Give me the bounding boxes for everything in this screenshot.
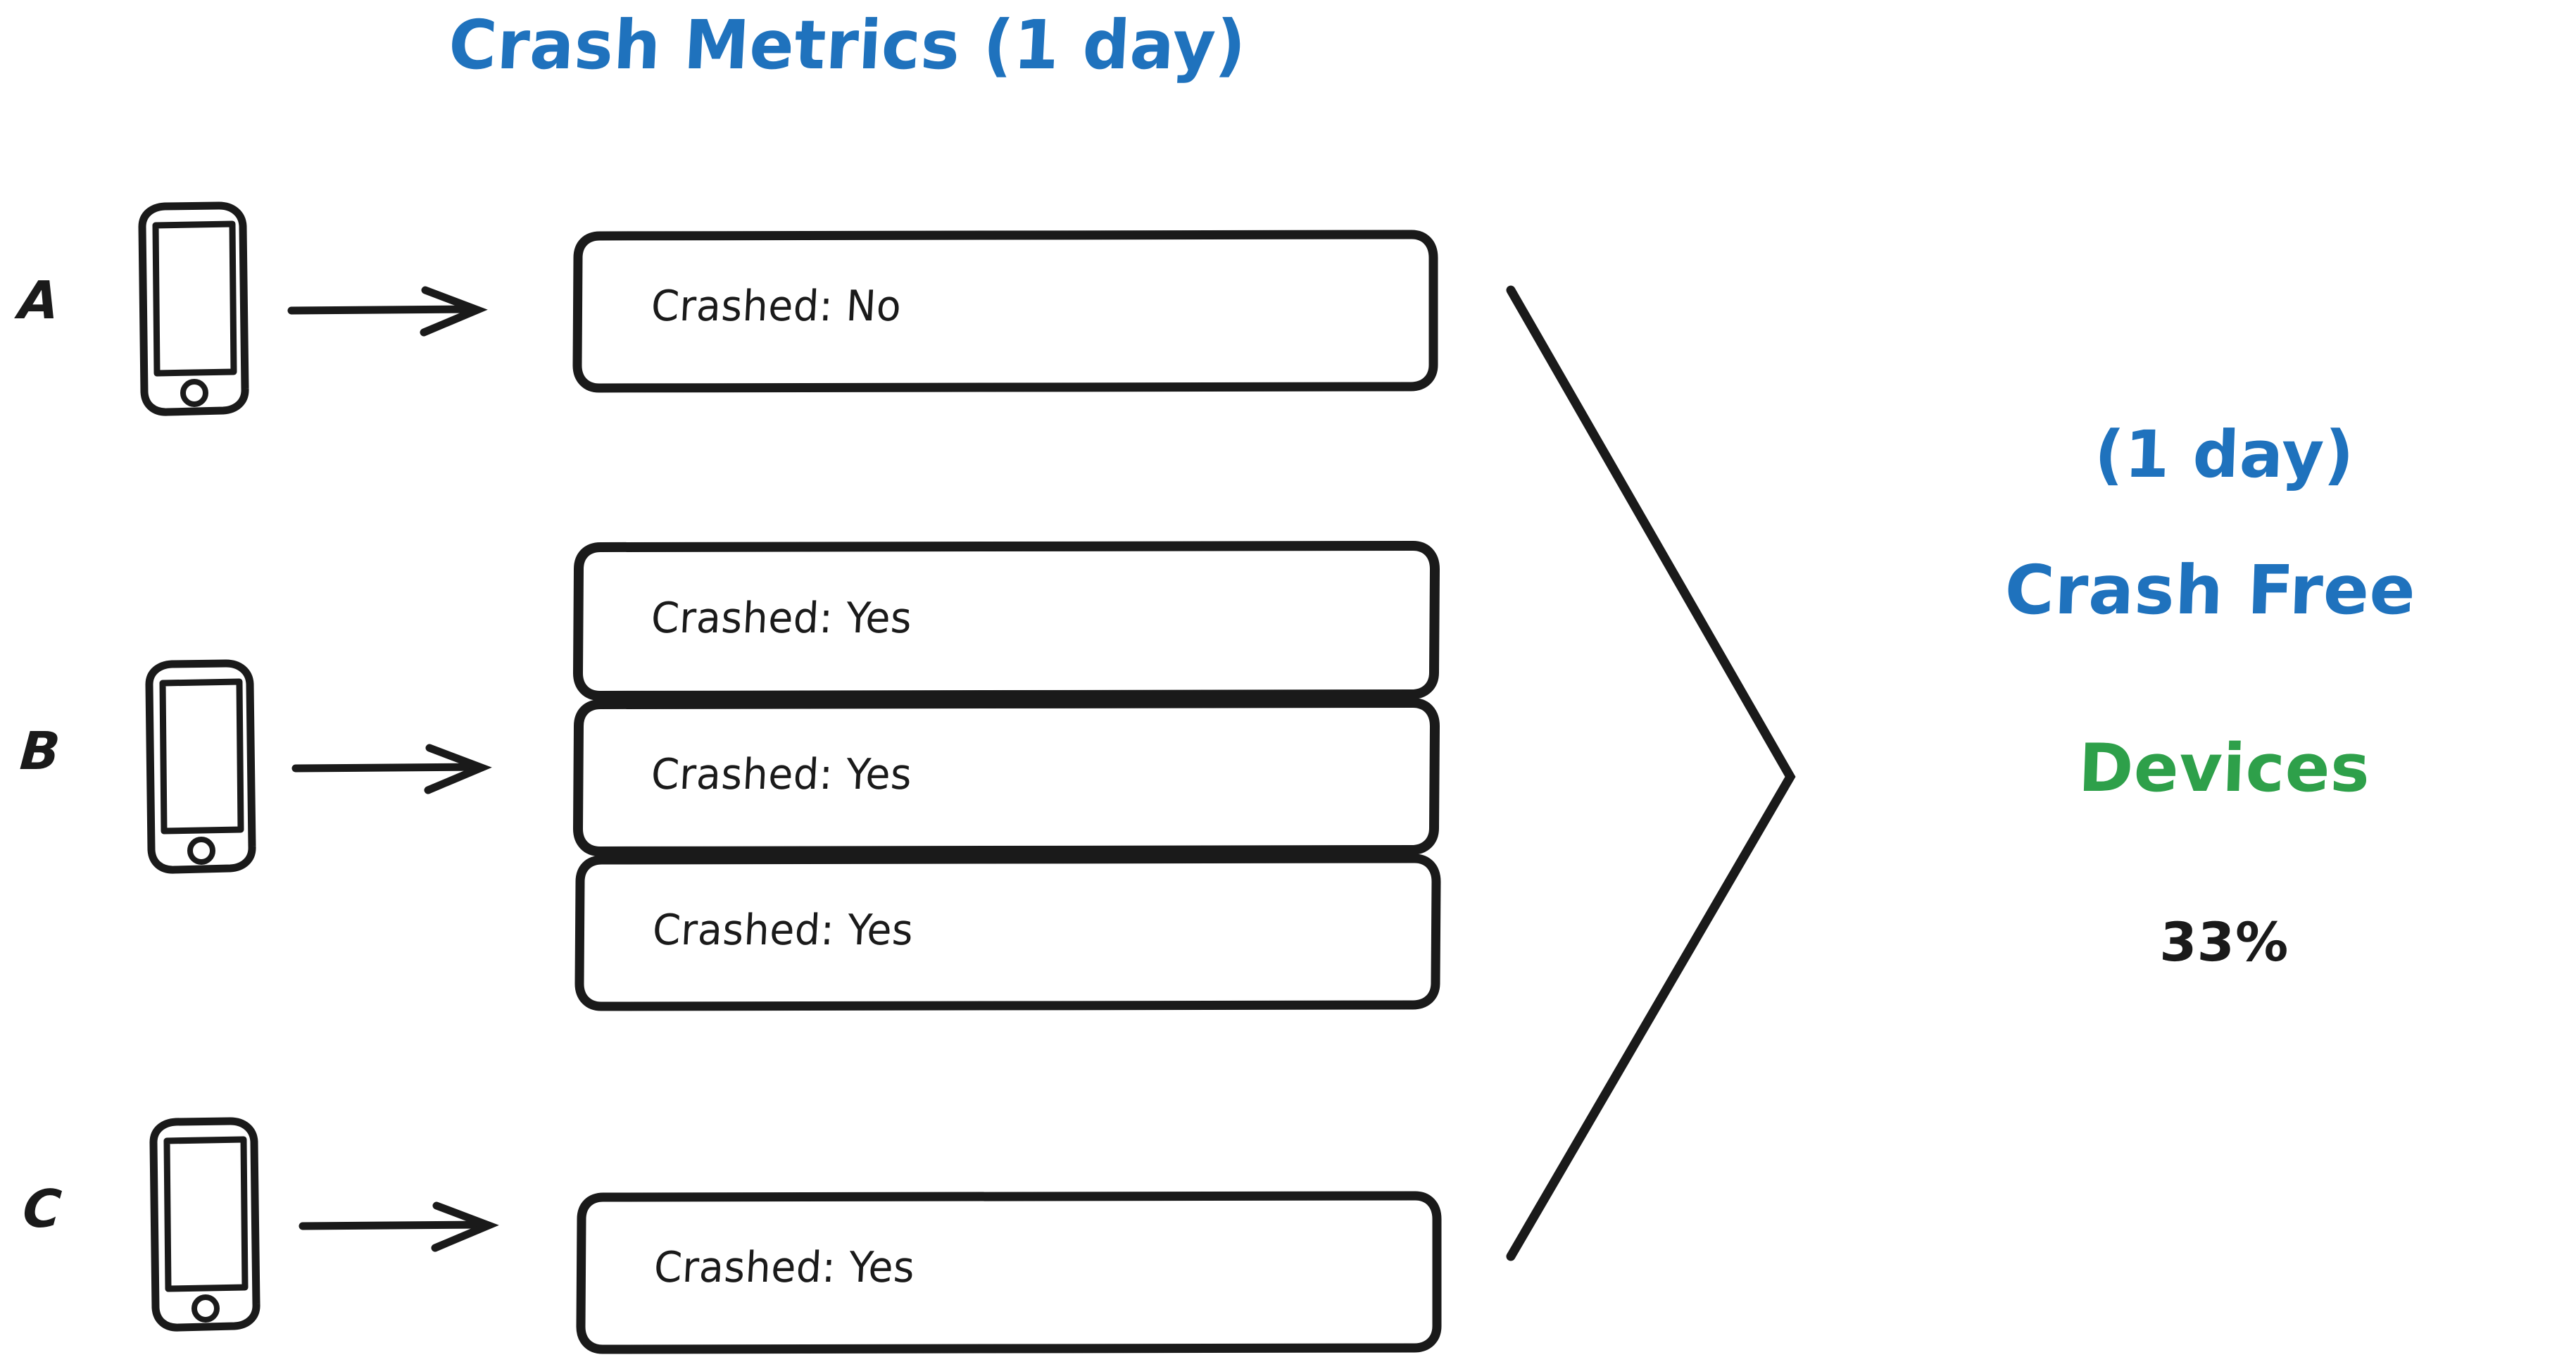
arrow-right-icon-b: [296, 748, 482, 790]
device-label-c: C: [20, 1179, 64, 1239]
summary-metric-name: Crash Free: [2003, 551, 2418, 630]
summary-metric-subject: Devices: [2077, 730, 2372, 807]
phone-icon-b: [149, 663, 252, 870]
summary-value: 33%: [2159, 911, 2290, 973]
page-title: Crash Metrics (1 day): [446, 6, 1248, 85]
session-box: [574, 854, 1441, 1011]
session-label: Crashed: Yes: [650, 594, 914, 643]
summary-period: (1 day): [2093, 417, 2356, 492]
session-label: Crashed: Yes: [651, 906, 915, 955]
phone-icon-a: [142, 206, 245, 412]
session-box: [573, 541, 1440, 701]
session-label: Crashed: Yes: [650, 750, 914, 799]
arrow-right-icon-c: [303, 1206, 489, 1248]
device-label-b: B: [18, 721, 63, 782]
session-label: Crashed: Yes: [653, 1243, 917, 1292]
arrow-right-icon-a: [291, 290, 477, 332]
session-box: [576, 1191, 1442, 1354]
session-label: Crashed: No: [650, 282, 903, 331]
device-label-a: A: [16, 270, 62, 331]
session-box: [572, 230, 1438, 393]
phone-icon-c: [153, 1121, 256, 1327]
session-box: [573, 698, 1440, 856]
chevron-right-bracket-icon: [1506, 285, 1796, 1261]
